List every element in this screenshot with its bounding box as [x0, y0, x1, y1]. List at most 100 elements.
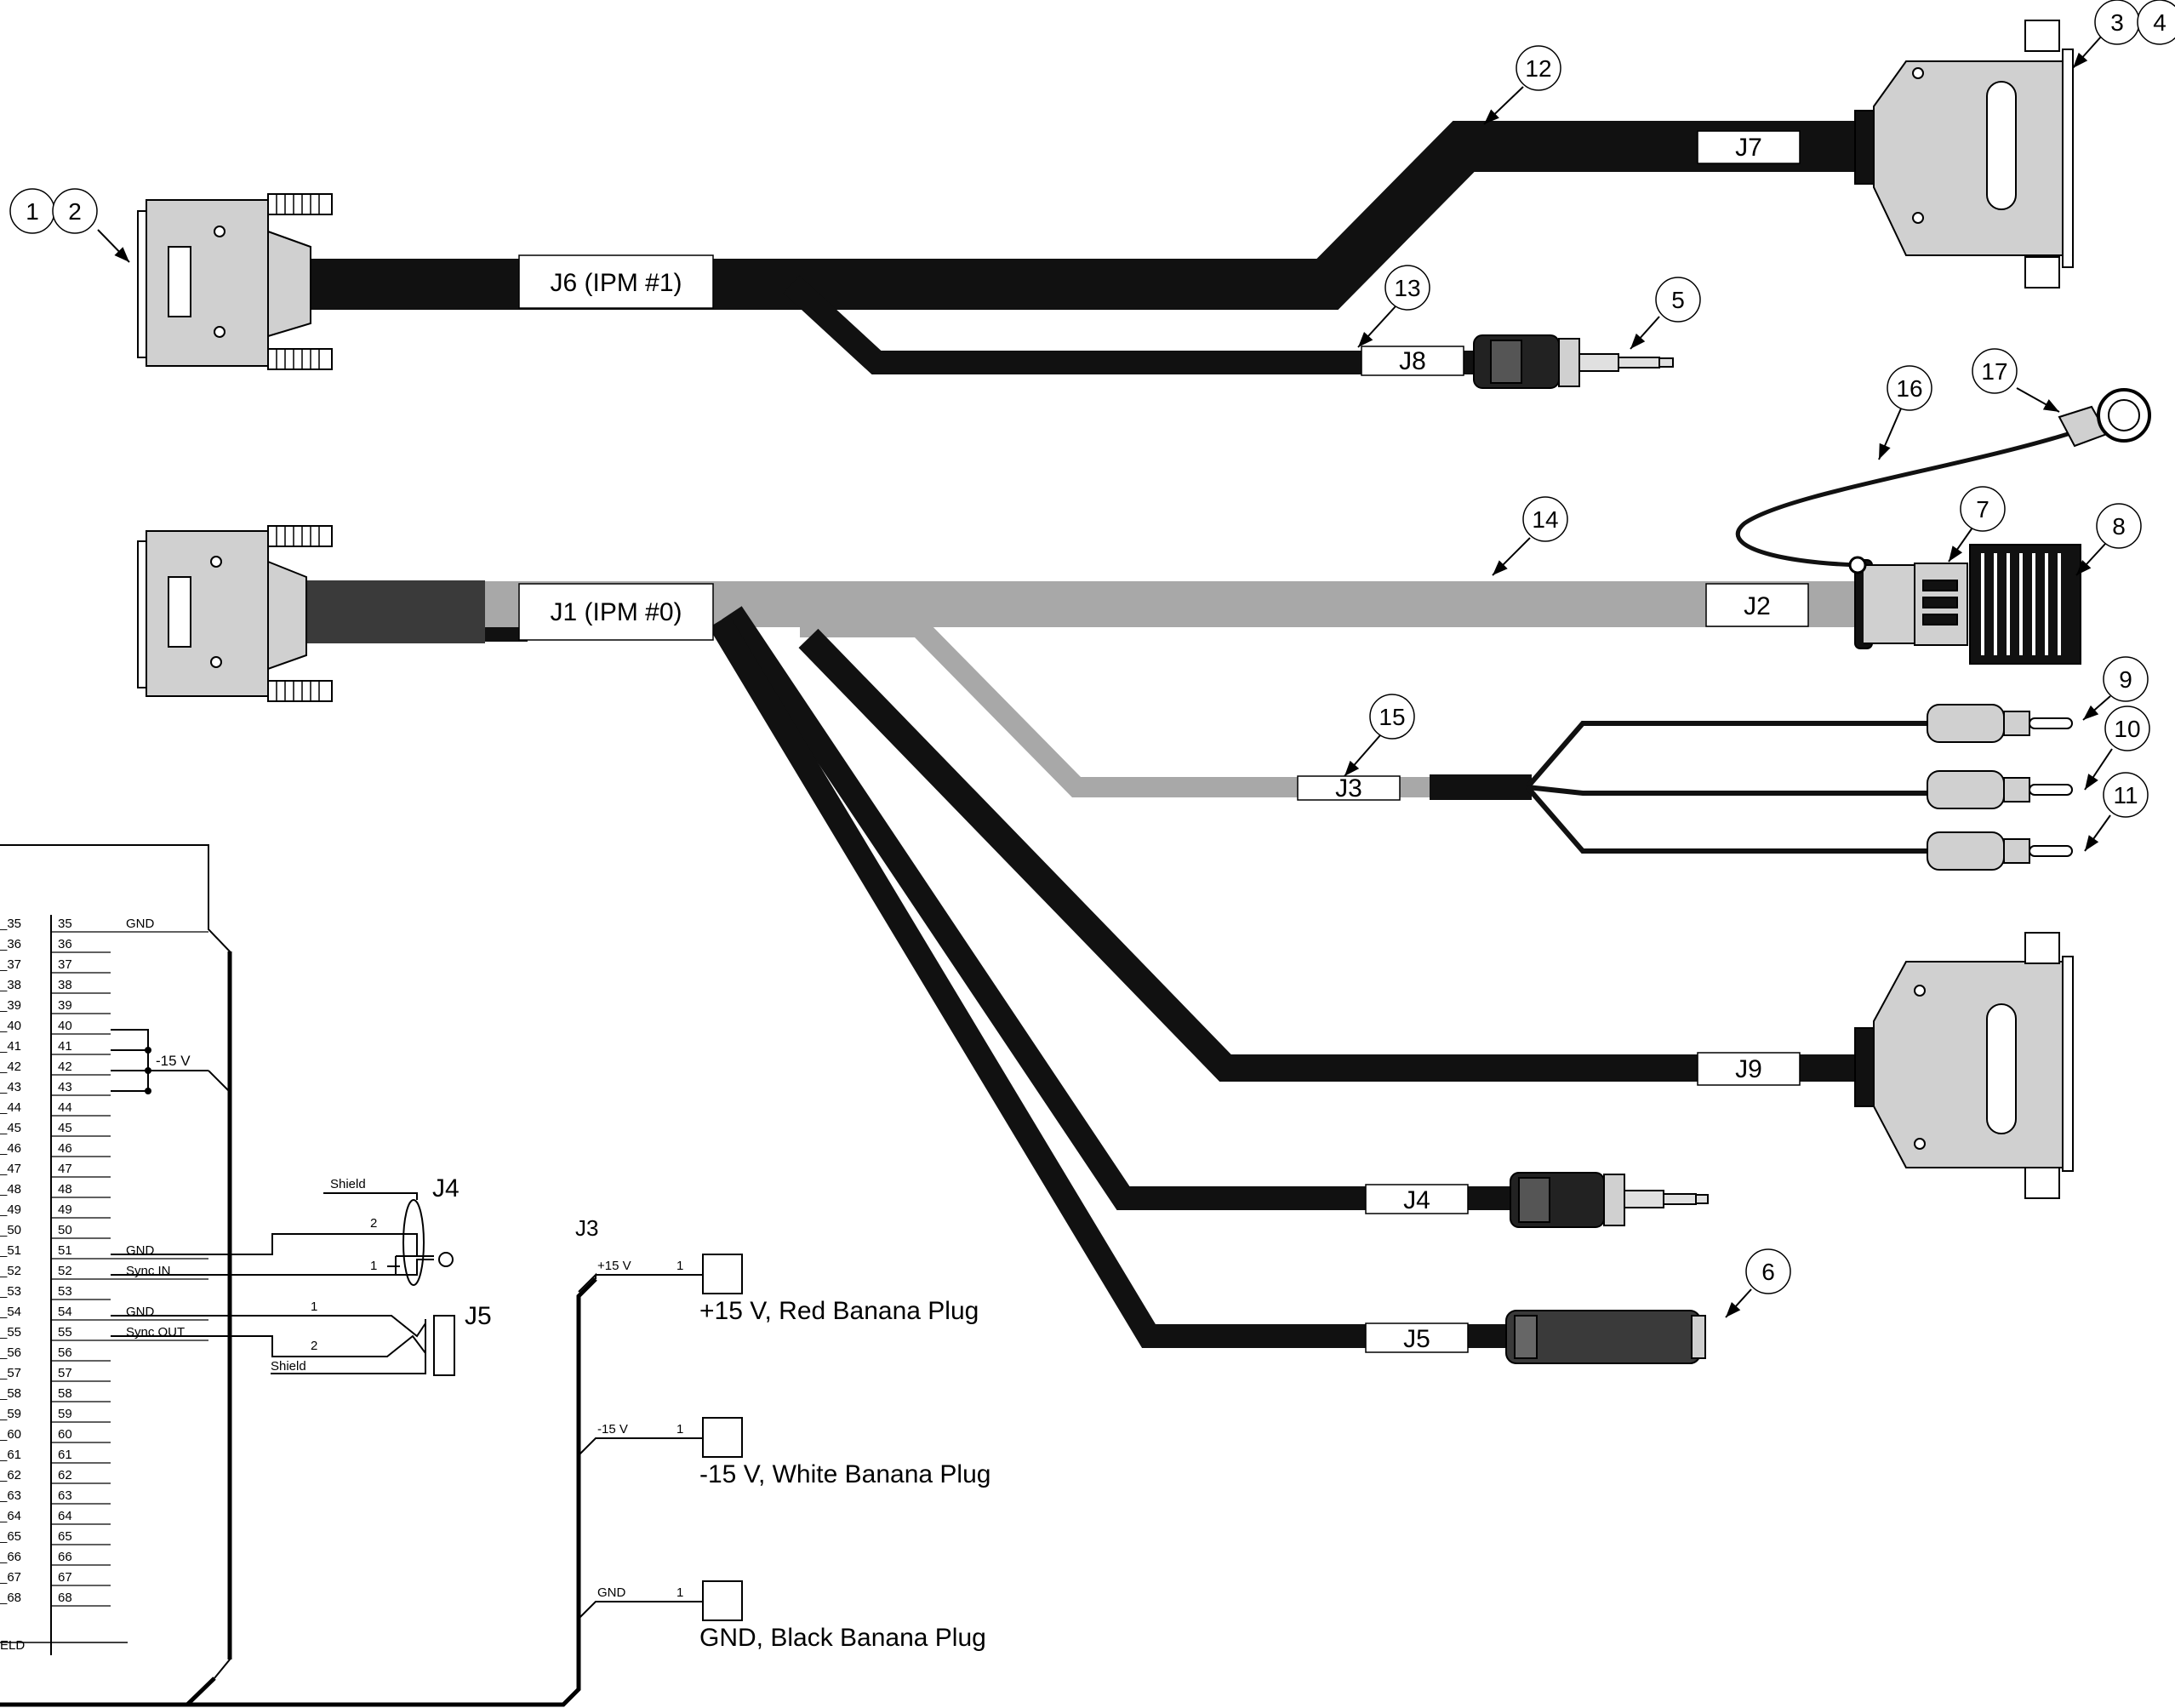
- pin-number: 58: [58, 1386, 72, 1401]
- pin-signal-name: GND: [126, 917, 155, 931]
- j5-pin2: 2: [311, 1339, 317, 1353]
- pin-row-left-label: _52: [0, 1264, 21, 1278]
- callout-4: 4: [2137, 0, 2175, 45]
- callout-12: 12: [1483, 45, 1561, 125]
- callout-10: 10: [2084, 705, 2150, 791]
- j5-pin1: 1: [311, 1300, 317, 1314]
- pin-row-left-label: _68: [0, 1591, 21, 1605]
- pin-signal-name: Sync OUT: [126, 1325, 185, 1340]
- pin-number: 53: [58, 1284, 72, 1299]
- pin-row-left-label: _64: [0, 1509, 21, 1523]
- pin-number: 63: [58, 1488, 72, 1503]
- pin-row-left-label: _49: [0, 1202, 21, 1217]
- pin-number: 65: [58, 1529, 72, 1544]
- ground-lead: [1735, 388, 2151, 574]
- label-j2: J2: [1705, 583, 1809, 627]
- pin-number: 40: [58, 1019, 72, 1033]
- callout-13-number: 13: [1394, 275, 1420, 301]
- schematic-j5: [111, 1315, 455, 1376]
- pin-number: 44: [58, 1100, 72, 1115]
- pin-row-left-label: _56: [0, 1345, 21, 1360]
- pin-row-left-label: _35: [0, 917, 21, 931]
- callout-3: 3: [2072, 0, 2140, 69]
- pin-row: _65 65: [0, 1529, 111, 1545]
- label-j7: J7: [1697, 130, 1801, 164]
- pin-row-left-label: _41: [0, 1039, 21, 1054]
- pin-row-left-label: _53: [0, 1284, 21, 1299]
- pin-number: 57: [58, 1366, 72, 1380]
- j3-title: J3: [575, 1215, 598, 1241]
- shield-row-label: ELD: [0, 1638, 25, 1653]
- pin-row-left-label: _66: [0, 1550, 21, 1564]
- banana-leads: [1525, 721, 1932, 854]
- j5-shield-label: Shield: [271, 1359, 306, 1374]
- j3-pin-plus15: 1: [676, 1259, 683, 1273]
- dsub-connector-j7: [1854, 20, 2074, 288]
- label-j4: J4: [1365, 1184, 1469, 1214]
- pin-row-left-label: _55: [0, 1325, 21, 1340]
- pin-number: 49: [58, 1202, 72, 1217]
- j4-pin2: 2: [370, 1216, 377, 1231]
- callout-5: 5: [1630, 277, 1701, 350]
- label-j1: J1 (IPM #0): [518, 583, 714, 641]
- cable-j3-shielded: [800, 617, 1532, 800]
- pin-row: _40 40: [0, 1019, 111, 1035]
- pin-row-left-label: _63: [0, 1488, 21, 1503]
- label-j4-text: J4: [1403, 1186, 1430, 1214]
- pin-row-left-label: _65: [0, 1529, 21, 1544]
- dsub-connector-j9: [1854, 932, 2074, 1199]
- audio-jack-j5: [1505, 1310, 1706, 1364]
- pin-row: _49 49: [0, 1202, 111, 1219]
- pin-row-left-label: _40: [0, 1019, 21, 1033]
- pin-row-left-label: _60: [0, 1427, 21, 1442]
- pin-number: 66: [58, 1550, 72, 1564]
- pin-number: 43: [58, 1080, 72, 1094]
- pin-row-left-label: _47: [0, 1162, 21, 1176]
- label-j2-text: J2: [1744, 592, 1771, 620]
- pin-signal-name: Sync IN: [126, 1264, 171, 1278]
- bus-label: -15 V: [156, 1053, 191, 1069]
- pin-number: 61: [58, 1448, 72, 1462]
- label-j9-text: J9: [1735, 1055, 1762, 1083]
- dsub-connector-j1: [137, 525, 333, 702]
- pin-number: 46: [58, 1141, 72, 1156]
- pin-row-left-label: _45: [0, 1121, 21, 1135]
- pin-signal-name: GND: [126, 1243, 155, 1258]
- pin-row-left-label: _44: [0, 1100, 21, 1115]
- pin-number: 50: [58, 1223, 72, 1237]
- callout-15: 15: [1344, 694, 1415, 777]
- bus-junction-dots: [145, 1047, 151, 1094]
- pin-row-left-label: _58: [0, 1386, 21, 1401]
- pin-number: 41: [58, 1039, 72, 1054]
- j3-desc-plus15: +15 V, Red Banana Plug: [699, 1297, 979, 1325]
- callout-11-number: 11: [2113, 782, 2138, 808]
- callout-11: 11: [2084, 772, 2149, 852]
- bus-minus-15v: [111, 1029, 231, 1093]
- pin-row-left-label: _54: [0, 1305, 21, 1319]
- pin-row-left-label: _62: [0, 1468, 21, 1482]
- callout-3-number: 3: [2110, 9, 2124, 36]
- pin-row: _58 58: [0, 1386, 111, 1402]
- callout-7: 7: [1948, 486, 2006, 563]
- callout-1-number: 1: [26, 198, 39, 225]
- callout-15-number: 15: [1379, 704, 1405, 730]
- pin-number: 60: [58, 1427, 72, 1442]
- callout-8: 8: [2075, 503, 2142, 576]
- pin-number: 62: [58, 1468, 72, 1482]
- j4-shield-label: Shield: [330, 1177, 366, 1191]
- pin-number: 42: [58, 1060, 72, 1074]
- pin-row: _63 63: [0, 1488, 111, 1505]
- callout-2: 2: [52, 188, 98, 234]
- pin-number: 36: [58, 937, 72, 951]
- pin-number: 55: [58, 1325, 72, 1340]
